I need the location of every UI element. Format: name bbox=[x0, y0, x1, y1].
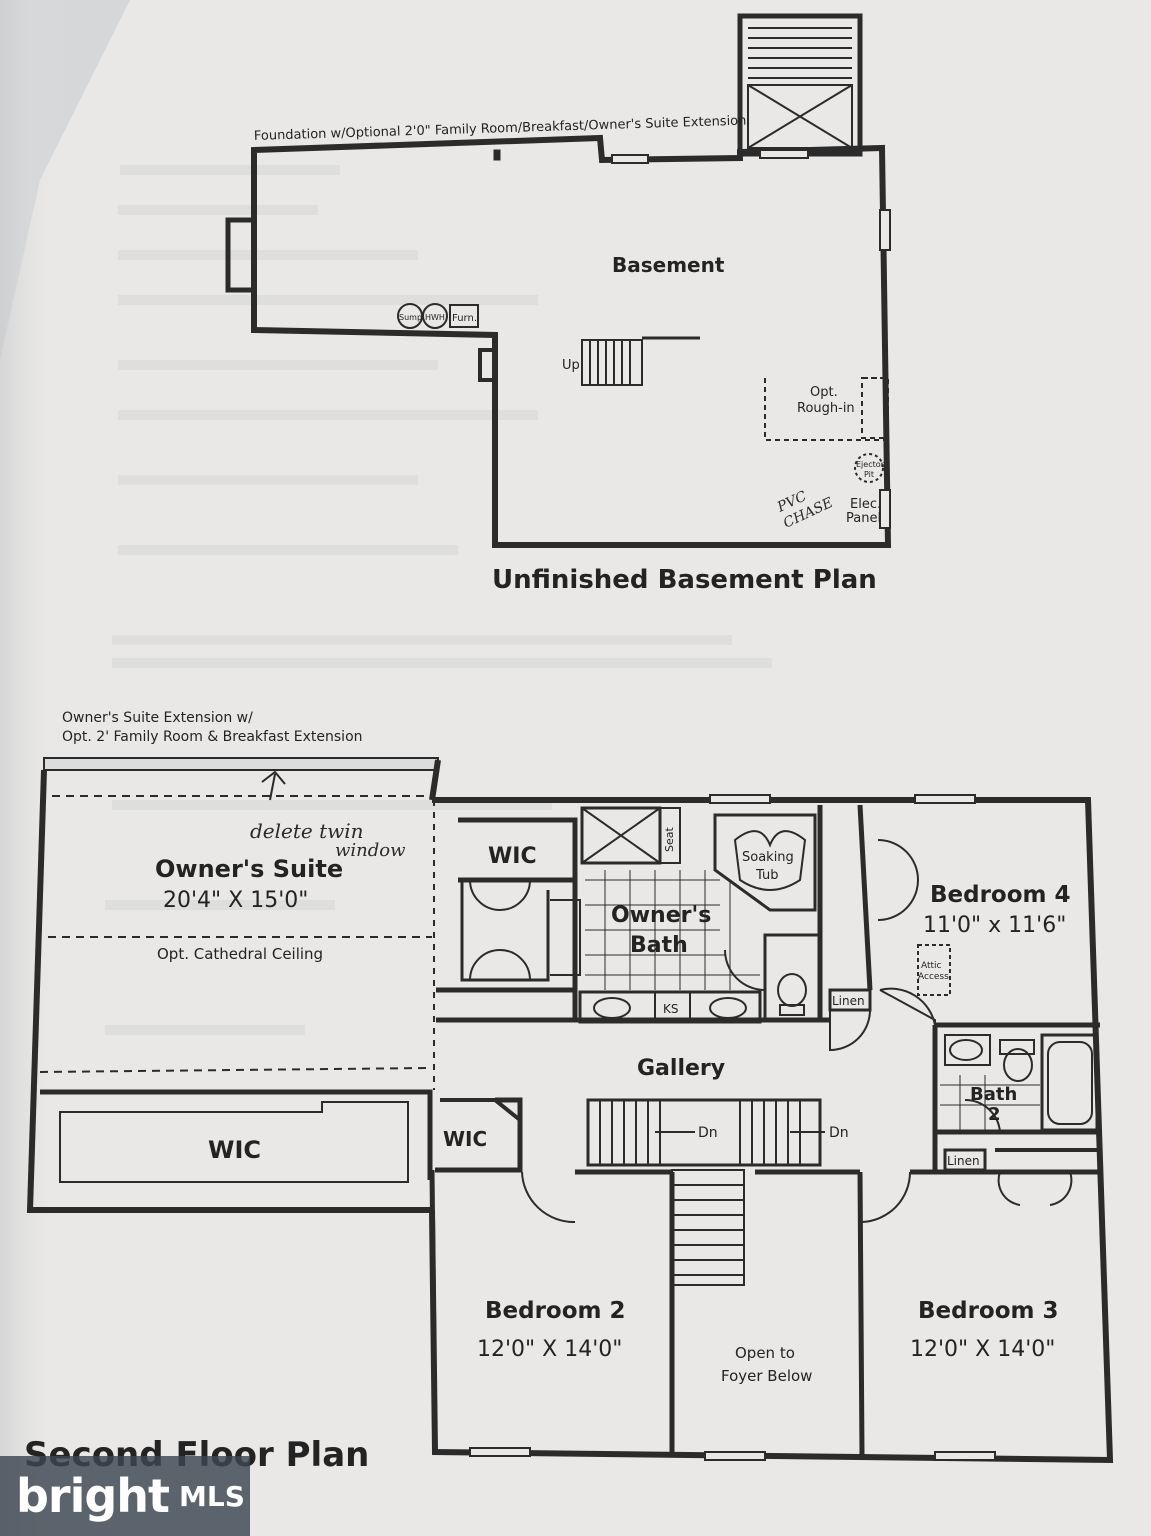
soaking-tub-label-1: Soaking bbox=[742, 850, 794, 865]
linen-label-bottom: Linen bbox=[947, 1154, 980, 1168]
gallery-label: Gallery bbox=[637, 1056, 725, 1081]
attic-access-label-2: Access bbox=[918, 972, 949, 982]
linen-label-top: Linen bbox=[832, 994, 865, 1008]
bedroom2-name: Bedroom 2 bbox=[485, 1298, 626, 1324]
gallery-stair bbox=[586, 1098, 825, 1286]
furnace-label: Furn. bbox=[452, 313, 477, 324]
bright-mls-watermark: bright MLS bbox=[0, 1456, 250, 1536]
wic-left-label: WIC bbox=[208, 1136, 261, 1164]
bedroom3-name: Bedroom 3 bbox=[918, 1298, 1059, 1324]
wic-owners-label: WIC bbox=[488, 844, 537, 869]
second-floor-note-2: Opt. 2' Family Room & Breakfast Extensio… bbox=[62, 729, 363, 745]
bath2-label-1: Bath bbox=[970, 1084, 1017, 1105]
wic-left-shelf bbox=[59, 1101, 409, 1183]
bedroom2-size: 12'0" X 14'0" bbox=[477, 1337, 622, 1362]
hwh-label: HWH bbox=[425, 313, 445, 322]
ejector-pit bbox=[854, 453, 884, 483]
owners-bath-label-1: Owner's bbox=[611, 903, 711, 928]
second-floor-plan bbox=[26, 757, 1114, 1464]
basement-plan-title: Unfinished Basement Plan bbox=[492, 565, 877, 595]
open-to-foyer-label-2: Foyer Below bbox=[721, 1367, 812, 1385]
owners-suite-size: 20'4" X 15'0" bbox=[163, 888, 308, 913]
attic-access-label-1: Attic bbox=[921, 961, 942, 971]
owners-suite-name: Owner's Suite bbox=[155, 855, 343, 883]
rough-in-label-1: Opt. bbox=[810, 385, 838, 400]
furnace-fixture bbox=[449, 304, 479, 328]
basement-stair-label: Up bbox=[562, 358, 580, 373]
panel-label-2: Panel bbox=[846, 511, 881, 526]
stair-down-label-1: Dn bbox=[698, 1125, 718, 1141]
handwritten-arrow bbox=[261, 770, 286, 801]
bedroom4-size: 11'0" x 11'6" bbox=[923, 913, 1066, 938]
soaking-tub-label-2: Tub bbox=[755, 868, 778, 883]
basement-outer-wall bbox=[251, 134, 892, 548]
watermark-brand: bright bbox=[16, 1469, 170, 1523]
bath2-label-2: 2 bbox=[988, 1104, 1001, 1125]
hwh-fixture bbox=[422, 303, 448, 329]
basement-room-label: Basement bbox=[612, 253, 725, 277]
handwritten-note-1: delete twin bbox=[250, 819, 364, 843]
sump-label: Sump bbox=[399, 313, 422, 322]
stair-down-label-2: Dn bbox=[829, 1125, 849, 1141]
bleed-through-text bbox=[105, 165, 772, 1035]
open-to-foyer-label-1: Open to bbox=[735, 1344, 795, 1362]
basement-plan bbox=[225, 13, 892, 548]
handwritten-note-2: window bbox=[335, 840, 406, 861]
ejector-label-1: Ejector bbox=[856, 460, 885, 469]
bedroom4-name: Bedroom 4 bbox=[930, 882, 1071, 908]
owners-suite-ceiling-note: Opt. Cathedral Ceiling bbox=[157, 945, 323, 963]
ks-label: KS bbox=[663, 1002, 679, 1016]
wic-bedroom2-label: WIC bbox=[443, 1127, 487, 1151]
panel-label-1: Elec. bbox=[850, 497, 881, 512]
soaking-tub bbox=[733, 830, 807, 891]
second-floor-note-1: Owner's Suite Extension w/ bbox=[62, 710, 253, 726]
bedroom3-size: 12'0" X 14'0" bbox=[910, 1337, 1055, 1362]
shower-seat-label: Seat bbox=[663, 827, 676, 852]
owners-bath-label-2: Bath bbox=[630, 933, 688, 958]
basement-up-stair bbox=[581, 336, 700, 386]
rough-in-label-2: Rough-in bbox=[797, 401, 855, 416]
ejector-label-2: Pit bbox=[864, 470, 874, 479]
watermark-tag: MLS bbox=[179, 1479, 245, 1513]
